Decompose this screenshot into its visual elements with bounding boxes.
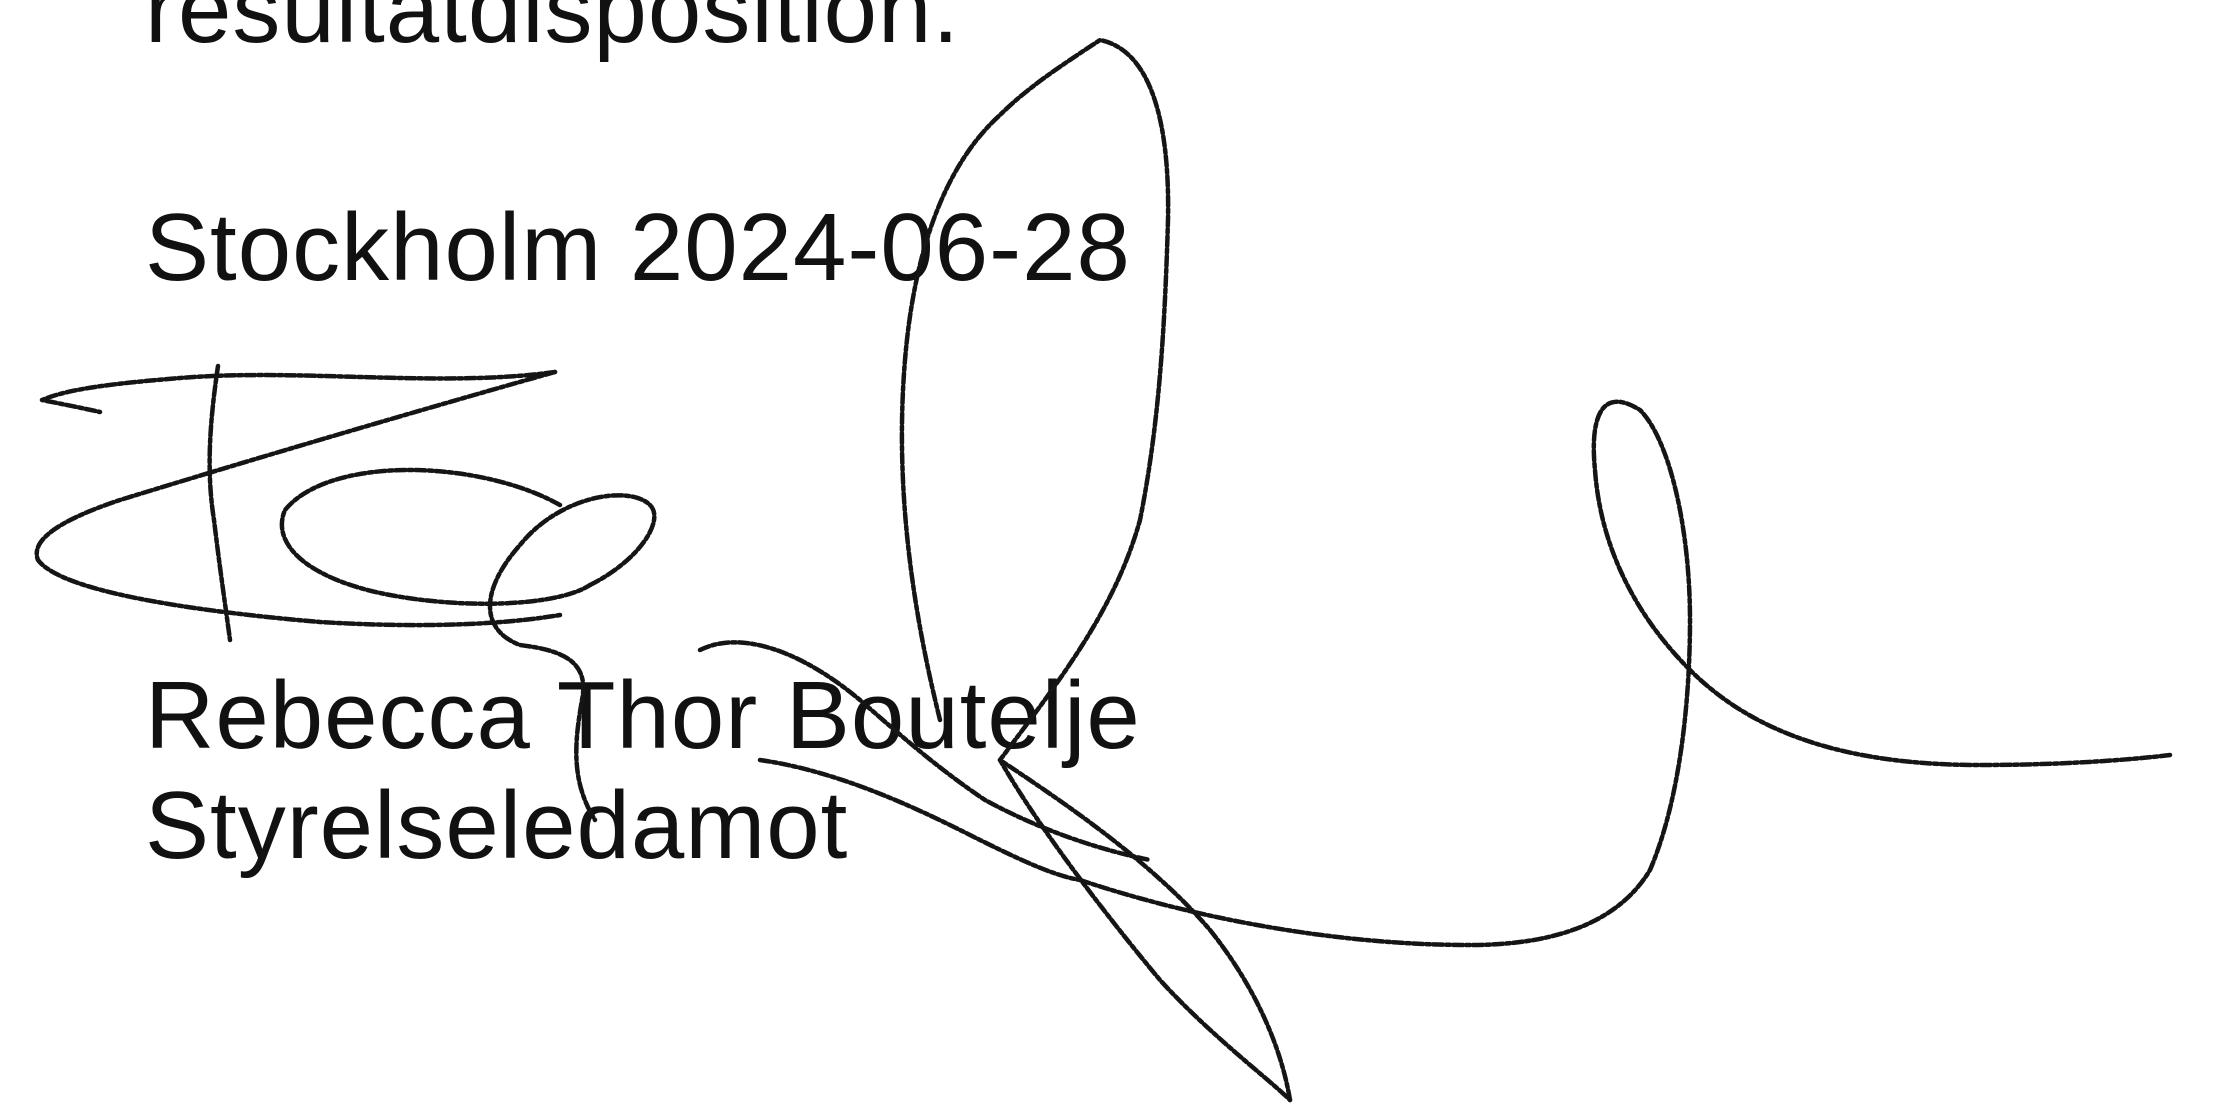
signatory-name: Rebecca Thor Boutelje xyxy=(145,662,1141,769)
place-and-date: Stockholm 2024-06-28 xyxy=(145,194,1131,301)
signatory-role: Styrelseledamot xyxy=(145,772,849,879)
partial-text-line: resultatdisposition. xyxy=(145,0,961,63)
